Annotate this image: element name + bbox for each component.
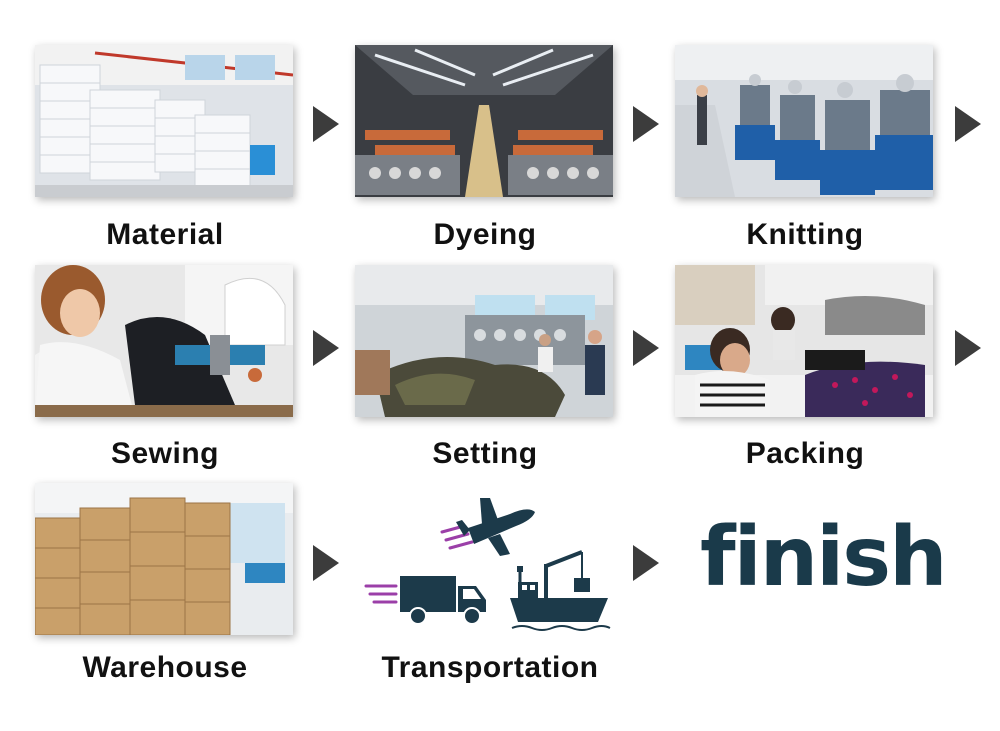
knitting-photo: [675, 45, 933, 197]
flow-arrow-icon: [955, 330, 981, 366]
flow-arrow-icon: [313, 106, 339, 142]
step-label-setting: Setting: [335, 437, 635, 471]
flow-arrow-icon: [633, 106, 659, 142]
material-photo: [35, 45, 293, 197]
dyeing-photo: [355, 45, 613, 197]
step-label-transportation: Transportation: [340, 651, 640, 685]
step-label-material: Material: [15, 218, 315, 252]
step-label-sewing: Sewing: [15, 437, 315, 471]
flow-arrow-icon: [955, 106, 981, 142]
cargo-ship-icon: [510, 552, 610, 630]
airplane-icon: [442, 498, 535, 556]
sewing-photo: [35, 265, 293, 417]
warehouse-photo: [35, 483, 293, 635]
flow-arrow-icon: [313, 545, 339, 581]
packing-photo: [675, 265, 933, 417]
flow-arrow-icon: [633, 545, 659, 581]
step-label-warehouse: Warehouse: [15, 651, 315, 685]
flow-arrow-icon: [633, 330, 659, 366]
truck-icon: [366, 576, 486, 624]
transportation-graphic: [360, 490, 620, 640]
step-label-packing: Packing: [655, 437, 955, 471]
setting-photo: [355, 265, 613, 417]
step-label-dyeing: Dyeing: [335, 218, 635, 252]
finish-wordmark: finish: [700, 510, 920, 605]
step-label-knitting: Knitting: [655, 218, 955, 252]
flow-arrow-icon: [313, 330, 339, 366]
